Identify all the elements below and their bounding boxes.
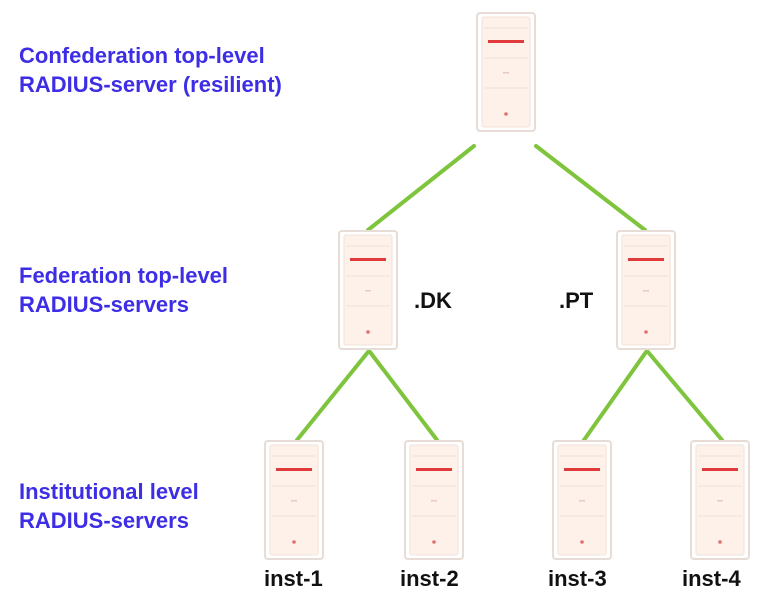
confederation-level-label: Confederation top-level RADIUS-server (r… xyxy=(19,41,282,99)
inst1-server-icon xyxy=(262,438,326,562)
dk-server-label: .DK xyxy=(414,288,452,313)
confederation-label-line2: RADIUS-server (resilient) xyxy=(19,72,282,97)
pt-server-icon xyxy=(614,228,678,352)
institutional-level-label: Institutional level RADIUS-servers xyxy=(19,477,199,535)
confederation-server-icon xyxy=(474,10,538,134)
link-root-pt xyxy=(534,144,647,232)
link-dk-inst1 xyxy=(295,350,370,442)
inst4-server-icon xyxy=(688,438,752,562)
institutional-label-line1: Institutional level xyxy=(19,479,199,504)
link-root-dk xyxy=(366,144,476,232)
federation-label-line1: Federation top-level xyxy=(19,263,229,288)
dk-server-icon xyxy=(336,228,400,352)
inst3-server-icon xyxy=(550,438,614,562)
federation-label-line2: RADIUS-servers xyxy=(19,292,189,317)
confederation-label-line1: Confederation top-level xyxy=(19,43,265,68)
pt-server-label: .PT xyxy=(559,288,594,313)
inst2-server-icon xyxy=(402,438,466,562)
federation-level-label: Federation top-level RADIUS-servers xyxy=(19,261,228,319)
institutional-label-line2: RADIUS-servers xyxy=(19,508,189,533)
inst1-server-label: inst-1 xyxy=(264,566,323,591)
inst3-server-label: inst-3 xyxy=(548,566,607,591)
link-pt-inst4 xyxy=(646,350,724,442)
link-dk-inst2 xyxy=(368,350,439,442)
link-pt-inst3 xyxy=(582,350,648,442)
inst4-server-label: inst-4 xyxy=(682,566,741,591)
inst2-server-label: inst-2 xyxy=(400,566,459,591)
